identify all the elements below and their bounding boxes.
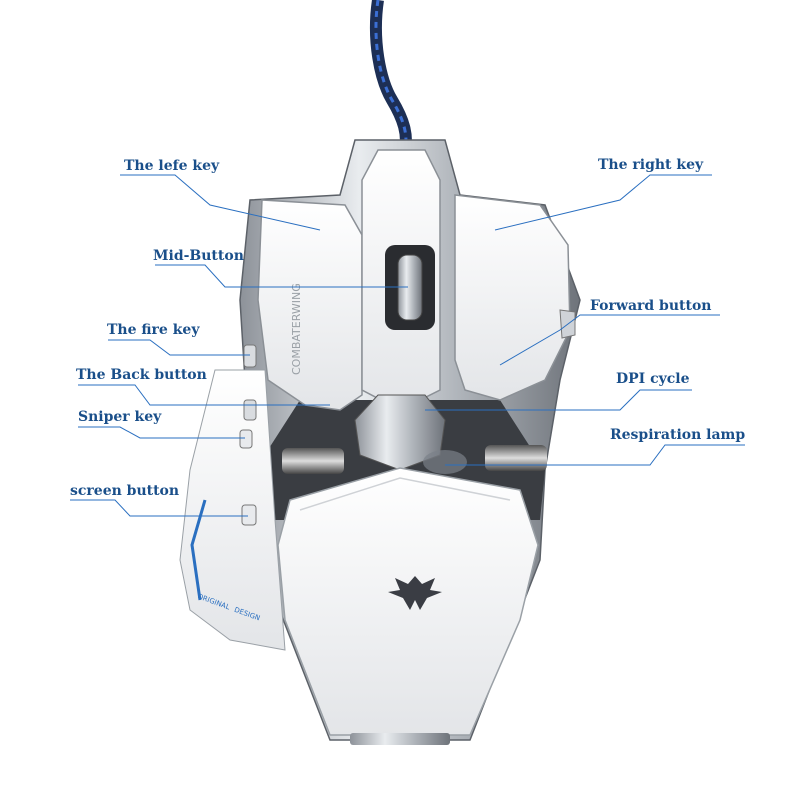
side-accent-stripe: [190, 499, 207, 601]
leader-fire-key: [108, 339, 250, 356]
respiration-lamp: [423, 450, 467, 474]
leader-forward-button: [499, 314, 720, 366]
side-panel: [179, 369, 286, 651]
label-screen-button: screen button: [70, 483, 180, 499]
label-fire-key: The fire key: [107, 322, 200, 338]
brand-text: COMBATERWING: [290, 283, 303, 375]
leader-respiration-lamp: [445, 444, 745, 466]
braided-cable: [370, 0, 412, 152]
palm-crease: [299, 477, 511, 511]
label-dpi-cycle: DPI cycle: [616, 371, 690, 387]
leader-sniper-key: [78, 426, 245, 439]
leader-mid-button: [155, 264, 408, 288]
leader-screen-button: [70, 499, 248, 517]
label-mid-button: Mid-Button: [153, 248, 244, 264]
label-back-button: The Back button: [76, 367, 207, 383]
leader-left-key: [120, 174, 321, 231]
label-left-key: The lefe key: [124, 158, 220, 174]
label-right-key: The right key: [598, 157, 704, 173]
leader-right-key: [494, 174, 712, 231]
cable-stripe: [374, 0, 408, 151]
screen-button[interactable]: [241, 504, 257, 526]
leader-dpi-cycle: [425, 389, 692, 411]
sniper-key-button[interactable]: [239, 429, 253, 449]
left-spring: [282, 448, 344, 474]
dpi-cycle-button[interactable]: [354, 394, 446, 471]
chrome-base: [350, 733, 450, 745]
right-key[interactable]: [454, 194, 571, 401]
eagle-logo-icon: [388, 576, 442, 610]
label-forward-button: Forward button: [590, 298, 712, 314]
left-key[interactable]: [257, 199, 363, 411]
leader-lines: [70, 174, 745, 517]
leader-back-button: [78, 384, 330, 406]
label-respiration-lamp: Respiration lamp: [610, 427, 746, 443]
fire-key-button[interactable]: [243, 344, 257, 368]
back-button[interactable]: [243, 399, 257, 421]
label-sniper-key: Sniper key: [78, 409, 162, 425]
right-spring: [485, 445, 547, 471]
